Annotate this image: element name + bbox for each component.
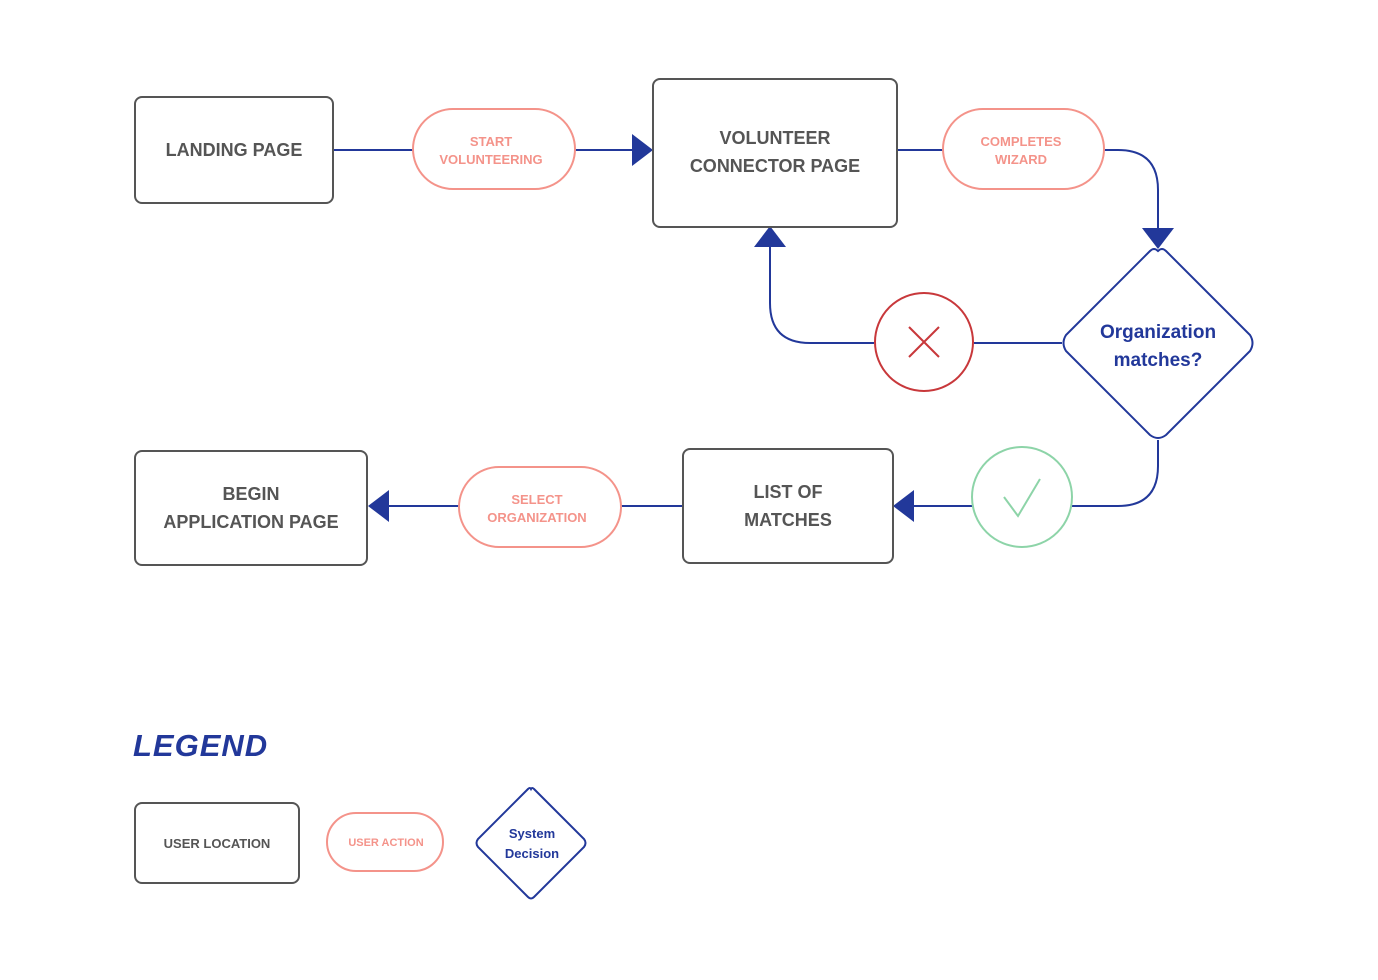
arrow-left-icon (893, 490, 914, 522)
outcome-yes (971, 446, 1073, 548)
node-begin-application-page: BEGIN APPLICATION PAGE (134, 450, 368, 566)
action-select-organization: SELECT ORGANIZATION (458, 466, 622, 548)
action-label-line-1: SELECT (511, 492, 562, 507)
legend-user-location-label: USER LOCATION (164, 836, 271, 851)
decision-label-line-2: matches? (1114, 350, 1203, 371)
node-label-line-2: MATCHES (744, 510, 832, 530)
legend-system-decision-line-1: System (509, 826, 555, 841)
arrow-up-icon (754, 226, 786, 247)
arrow-right-icon (632, 134, 653, 166)
action-label-line-1: COMPLETES (981, 134, 1062, 149)
legend-user-location: USER LOCATION (134, 802, 300, 884)
node-label-line-1: VOLUNTEER (719, 128, 830, 148)
node-label-line-1: BEGIN (222, 484, 279, 504)
decision-label-line-1: Organization (1100, 322, 1216, 343)
arrowheads (368, 134, 1174, 522)
node-label: LANDING PAGE (166, 140, 303, 160)
node-landing-page: LANDING PAGE (134, 96, 334, 204)
node-label-line-1: LIST OF (754, 482, 823, 502)
legend: LEGEND USER LOCATION USER ACTION System … (133, 728, 587, 900)
legend-user-action: USER ACTION (326, 812, 444, 872)
action-completes-wizard: COMPLETES WIZARD (942, 108, 1105, 190)
legend-system-decision-line-2: Decision (505, 846, 559, 861)
outcome-no (874, 292, 974, 392)
action-label-line-2: VOLUNTEERING (439, 152, 542, 167)
action-label-line-2: WIZARD (995, 152, 1047, 167)
action-label-line-2: ORGANIZATION (487, 510, 586, 525)
legend-title: LEGEND (133, 728, 268, 763)
action-label-line-1: START (470, 134, 512, 149)
node-label-line-2: CONNECTOR PAGE (690, 156, 860, 176)
node-list-of-matches: LIST OF MATCHES (682, 448, 894, 564)
connector-decision-to-yes (1072, 440, 1159, 507)
decision-organization-matches: Organization matches? (1062, 248, 1254, 439)
arrow-left-icon (368, 490, 389, 522)
check-icon (1003, 478, 1041, 518)
x-icon (908, 326, 940, 358)
action-start-volunteering: START VOLUNTEERING (412, 108, 576, 190)
node-volunteer-connector-page: VOLUNTEER CONNECTOR PAGE (652, 78, 898, 228)
connectors (334, 149, 1159, 507)
legend-user-action-label: USER ACTION (348, 837, 423, 849)
node-label-line-2: APPLICATION PAGE (163, 512, 338, 532)
connector-wizard-to-decision (1104, 149, 1159, 230)
arrow-down-icon (1142, 228, 1174, 249)
connector-no-to-volunteer (769, 246, 874, 344)
legend-system-decision: System Decision (475, 787, 587, 900)
